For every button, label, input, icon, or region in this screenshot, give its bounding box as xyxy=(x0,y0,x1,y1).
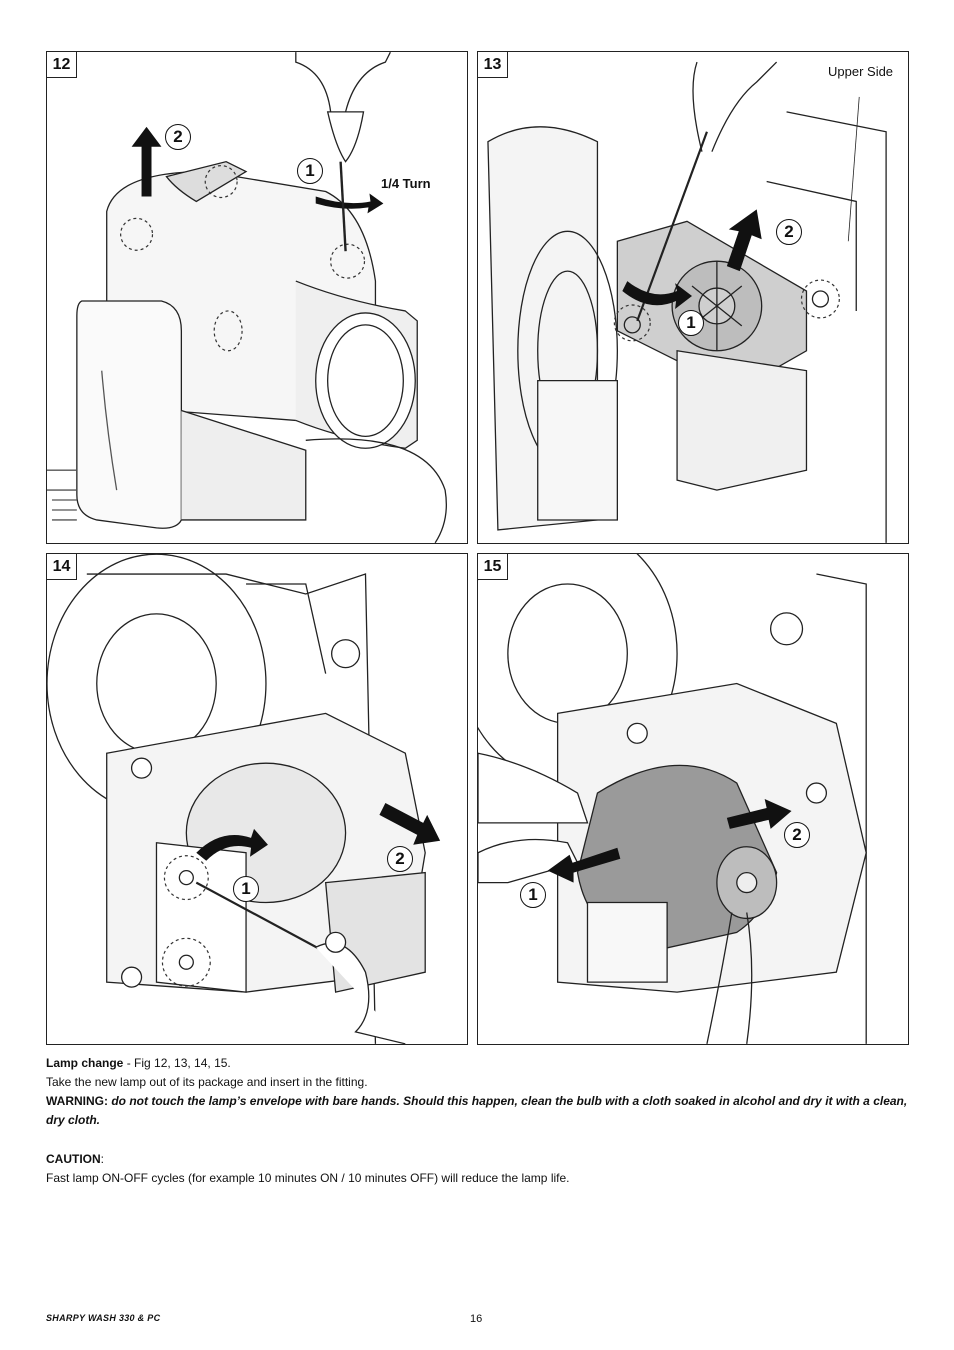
figure-number: 14 xyxy=(47,554,77,580)
figure-15: 15 2 1 xyxy=(477,553,909,1045)
figure-number: 12 xyxy=(47,52,77,78)
callout-1: 1 xyxy=(233,876,259,902)
page-number: 16 xyxy=(470,1313,483,1325)
figure-12: 12 2 1 1/4 Turn xyxy=(46,51,468,544)
callout-1: 1 xyxy=(297,158,323,184)
fan-removal-illustration xyxy=(487,61,887,543)
figure-reference: - Fig 12, 13, 14, 15. xyxy=(123,1056,231,1070)
figure-number: 15 xyxy=(478,554,508,580)
figure-number: 13 xyxy=(478,52,508,78)
callout-1: 1 xyxy=(520,882,546,908)
heading-line: Lamp change - Fig 12, 13, 14, 15. xyxy=(46,1054,916,1073)
lamp-removal-illustration xyxy=(478,554,867,1044)
moving-head-illustration xyxy=(47,52,447,543)
lamp-change-section: Lamp change - Fig 12, 13, 14, 15. Take t… xyxy=(46,1054,916,1130)
figure-14: 14 2 1 xyxy=(46,553,468,1045)
caution-text: Fast lamp ON-OFF cycles (for example 10 … xyxy=(46,1171,570,1185)
section-heading: Lamp change xyxy=(46,1056,124,1070)
callout-2: 2 xyxy=(387,846,413,872)
upper-side-label: Upper Side xyxy=(828,64,894,79)
quarter-turn-label: 1/4 Turn xyxy=(381,176,431,191)
warning-label: WARNING: xyxy=(46,1094,108,1108)
callout-2: 2 xyxy=(776,219,802,245)
caution-heading-line: CAUTION: xyxy=(46,1150,916,1169)
caution-section: CAUTION: Fast lamp ON-OFF cycles (for ex… xyxy=(46,1150,916,1188)
warning-paragraph: WARNING: do not touch the lamp’s envelop… xyxy=(46,1092,916,1130)
caution-colon: : xyxy=(100,1152,105,1166)
footer-product-name: SHARPY WASH 330 & PC xyxy=(46,1313,161,1323)
caution-label: CAUTION xyxy=(46,1152,101,1166)
callout-2: 2 xyxy=(165,124,191,150)
callout-2: 2 xyxy=(784,822,810,848)
instruction-text: Take the new lamp out of its package and… xyxy=(46,1075,368,1089)
warning-text: do not touch the lamp’s envelope with ba… xyxy=(46,1094,908,1127)
figure-13: 13 2 1 Upper Side xyxy=(477,51,909,544)
callout-1: 1 xyxy=(678,310,704,336)
lamp-holder-illustration xyxy=(47,554,441,1044)
